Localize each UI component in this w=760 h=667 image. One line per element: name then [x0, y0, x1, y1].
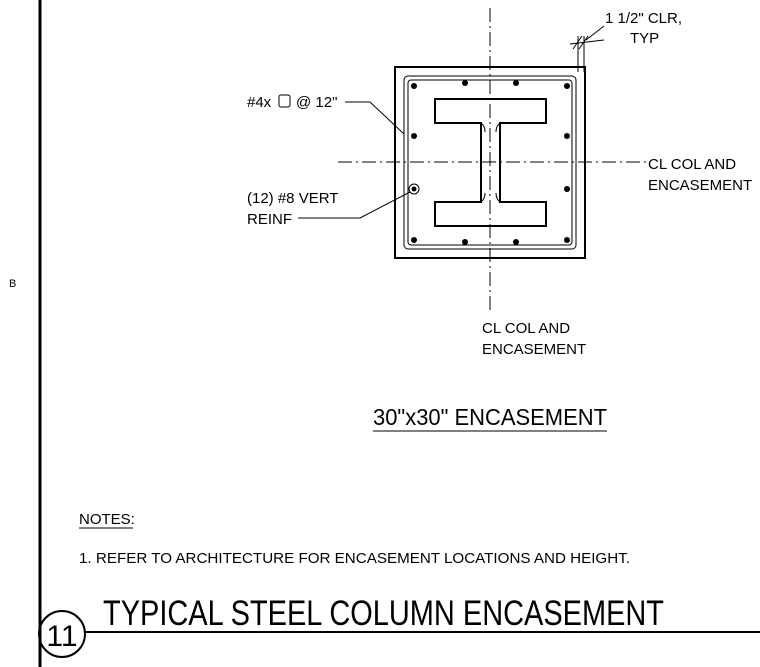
vert-reinf-label-line1: (12) #8 VERT	[247, 190, 338, 207]
tie-symbol-icon	[278, 94, 291, 108]
rebar-dot	[564, 186, 570, 192]
vertical-reinforcing-bars	[408, 80, 570, 245]
notes-heading: NOTES:	[79, 511, 135, 528]
rebar-callout-circle	[408, 183, 420, 195]
ties-leader	[345, 101, 405, 135]
detail-number: 11	[46, 620, 77, 653]
ties-label-prefix: #4x	[247, 94, 272, 111]
rebar-dot	[462, 80, 468, 86]
note-item: 1. REFER TO ARCHITECTURE FOR ENCASEMENT …	[79, 550, 630, 567]
rebar-dot	[564, 83, 570, 89]
vert-reinf-label-line2: REINF	[247, 211, 292, 228]
detail-number-bubble	[38, 610, 86, 658]
rebar-dot	[564, 133, 570, 139]
centerline-right-label-line2: ENCASEMENT	[648, 177, 752, 194]
rebar-dot	[411, 237, 417, 243]
rebar-dot	[564, 237, 570, 243]
dimension-tick	[572, 35, 583, 50]
rebar-dot	[411, 133, 417, 139]
fillet-lines	[480, 122, 501, 203]
concrete-encasement-outline	[394, 66, 586, 259]
clear-cover-label-line1: 1 1/2" CLR,	[605, 10, 682, 27]
centerline-bottom-label-line2: ENCASEMENT	[482, 341, 586, 358]
clear-cover-dimension-line	[569, 39, 605, 45]
grid-marker: B	[9, 278, 16, 290]
rebar-dot	[411, 186, 417, 192]
dimension-tick	[578, 35, 589, 50]
centerline-bottom-label-line1: CL COL AND	[482, 320, 570, 337]
ties-label-suffix: @ 12"	[296, 94, 337, 111]
clear-cover-label-line2: TYP	[630, 30, 659, 47]
vert-reinf-leader	[298, 191, 411, 219]
clear-cover-leader	[585, 25, 605, 41]
rebar-dot	[411, 83, 417, 89]
rebar-dot	[462, 239, 468, 245]
rebar-dot	[513, 239, 519, 245]
detail-title: TYPICAL STEEL COLUMN ENCASEMENT	[103, 594, 664, 633]
centerline-right-label-line1: CL COL AND	[648, 156, 736, 173]
tie-inner	[407, 79, 573, 246]
section-title: 30"x30" ENCASEMENT	[373, 404, 607, 430]
rebar-dot	[513, 80, 519, 86]
tie-outer	[403, 75, 577, 250]
